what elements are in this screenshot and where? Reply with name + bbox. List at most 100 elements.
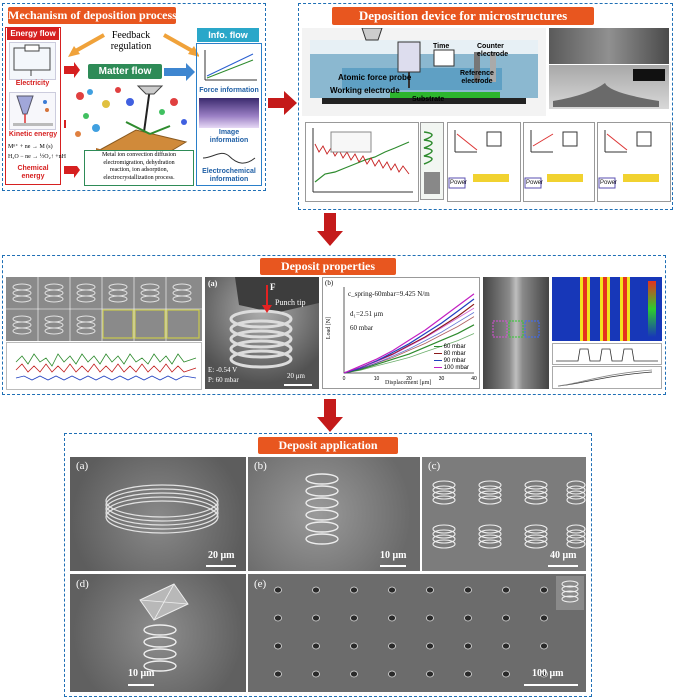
column-sem-drawing [492, 320, 540, 338]
power-label-2: Power [526, 180, 544, 186]
app-scale-b: 10 μm [380, 550, 407, 561]
pillar-dot [464, 614, 472, 622]
chemical-energy-label: Chemical energy [17, 165, 49, 180]
arrow-right-1 [268, 91, 297, 115]
x-tick-label: 30 [439, 376, 445, 382]
device-panel [298, 3, 673, 210]
legend-item-100: 100 mbar [434, 365, 478, 372]
profile-chart [552, 343, 662, 365]
series-line-60-mbar [343, 324, 475, 374]
pillar-dot [274, 614, 282, 622]
arrow-down-2 [317, 399, 343, 432]
kinetic-energy-label: Kinetic energy [8, 131, 58, 138]
legend-item-60: 60 mbar [434, 344, 478, 351]
application-panel [64, 433, 592, 697]
app-label-e: (e) [254, 578, 267, 590]
circuit-icon [13, 44, 51, 76]
load-chart-frame [322, 277, 480, 389]
pillar-dot [540, 670, 548, 678]
pillar-dot [350, 614, 358, 622]
process-text-box [84, 150, 194, 186]
pillar-dot [464, 670, 472, 678]
pillar-dot [502, 642, 510, 650]
sem-tip-drawing [553, 69, 665, 107]
app-label-c: (c) [428, 460, 441, 472]
e-value-label: E: -0.54 V [208, 366, 238, 374]
coil-drawing [305, 473, 339, 545]
p-value-label: P: 60 mbar [208, 376, 239, 384]
spring-inset-drawing [423, 131, 440, 194]
info-flow-label: Info. flow [197, 28, 259, 42]
pillar-dot [350, 670, 358, 678]
electrochem-info-label: Electrochemical information [202, 168, 256, 183]
pillar-dot [464, 586, 472, 594]
arrow-down-1 [317, 213, 343, 246]
ring-drawing [105, 484, 219, 534]
scale-bar-mid [284, 384, 312, 386]
electricity-label: Electricity [15, 80, 50, 87]
afm-probe-label: Atomic force probe [338, 73, 412, 82]
app-scale-e: 100 μm [532, 668, 564, 679]
pillar-dot [274, 642, 282, 650]
pillar-dot [540, 614, 548, 622]
app-scale-d: 10 μm [128, 668, 155, 679]
mbar-60-label: 60 mbar [350, 324, 374, 332]
pillar-dot [502, 586, 510, 594]
app-panel-e [248, 574, 586, 692]
app-label-a: (a) [76, 460, 89, 472]
app-scale-c: 40 μm [550, 550, 577, 561]
image-info-picture [199, 98, 259, 128]
force-info-label: Force information [199, 87, 259, 94]
pillar-dot [274, 670, 282, 678]
x-tick-label: 10 [374, 376, 380, 382]
pillar-dot [540, 586, 548, 594]
scale-bar-b [380, 565, 406, 567]
inset-spring [556, 576, 584, 610]
x-tick-label: 40 [471, 376, 477, 382]
c-spring-label: c_spring-60mbar=9.425 N/m [348, 290, 430, 298]
profile-chart-drawing [556, 348, 658, 362]
energy-flow-label: Energy flow [7, 28, 59, 40]
pillar-dot [426, 586, 434, 594]
series-line-100-mbar [343, 293, 475, 374]
mechanism-title: Mechanism of deposition process [8, 7, 177, 24]
scale-bar-a [206, 565, 236, 567]
load-ylabel: Load [N] [326, 316, 333, 340]
d-value-label: d₁=2.51 μm [350, 310, 384, 318]
punch-tip-label: Punch tip [275, 298, 306, 307]
pillar-dot [312, 586, 320, 594]
substrate-label: Substrate [412, 96, 445, 103]
pillar-dot [312, 614, 320, 622]
pillar-dot [350, 586, 358, 594]
plate-spring-drawing [139, 583, 189, 672]
power-label-1: Power [450, 180, 468, 186]
scale-bar-d [128, 684, 154, 686]
app-label-b: (b) [254, 460, 267, 472]
force-label: F [270, 282, 276, 292]
matter-arrow [164, 63, 195, 81]
pillar-dot [312, 642, 320, 650]
device-title: Deposition device for microstructures [332, 7, 594, 25]
pillar-dot [540, 642, 548, 650]
equation-1: Mⁿ⁺ + ne → M (s) [8, 144, 53, 150]
legend-item-90: 90 mbar [434, 358, 478, 365]
load-legend: 60 mbar 80 mbar 90 mbar 100 mbar [434, 344, 478, 374]
column-sem-image [483, 277, 549, 389]
reference-electrode-label: Reference electrode [460, 70, 494, 85]
electrochem-graph [199, 146, 259, 168]
dot-array-drawing [274, 586, 548, 678]
properties-panel [2, 255, 666, 395]
schematic-2 [523, 122, 595, 202]
force-graph [199, 46, 259, 86]
pillar-dot [502, 614, 510, 622]
sem-probe-image [549, 28, 669, 64]
feedback-label: Feedback regulation [110, 30, 152, 52]
punch-spring-drawing [229, 277, 319, 369]
thumbnail-grid-drawing [6, 277, 202, 341]
app-scale-a: 20 μm [208, 550, 235, 561]
properties-title: Deposit properties [260, 258, 396, 275]
counter-electrode-label: Counter electrode [477, 43, 509, 58]
pillar-dot [426, 670, 434, 678]
schematic-drawings [448, 130, 659, 189]
